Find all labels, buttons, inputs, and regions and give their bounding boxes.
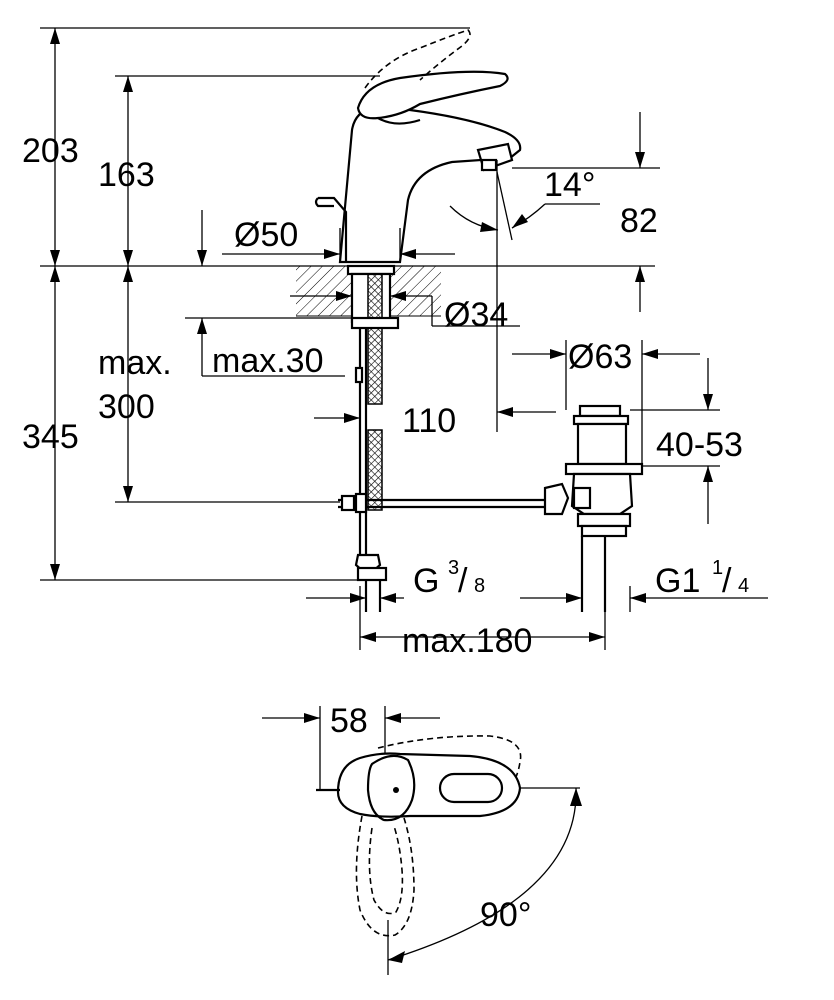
label-40-53: 40-53 — [656, 426, 743, 464]
label-110: 110 — [402, 402, 456, 440]
waste-assembly — [564, 404, 644, 612]
label-58: 58 — [330, 702, 368, 740]
label-g-slash: / — [458, 562, 468, 600]
side-view: 203 163 14° 82 Ø50 Ø34 Ø63 max. 300 max.… — [22, 27, 768, 660]
extension-lines — [40, 27, 720, 650]
shank-assembly — [346, 264, 400, 612]
handle-down-inner-dashed — [368, 825, 404, 915]
label-d63: Ø63 — [568, 338, 632, 376]
dimension-14-degree — [449, 203, 600, 232]
label-max-180: max.180 — [402, 622, 532, 660]
label-g-denominator: 8 — [474, 575, 485, 597]
label-max-30: max.30 — [212, 342, 324, 380]
label-g-base: G — [413, 562, 439, 600]
label-82: 82 — [620, 202, 658, 240]
dimension-82 — [635, 112, 645, 312]
label-14-degree: 14° — [544, 166, 595, 204]
dimension-90-degree — [387, 787, 582, 975]
dimension-203 — [50, 28, 60, 266]
dimension-d34 — [290, 291, 520, 327]
dimension-max-180 — [360, 632, 605, 642]
label-g1-slash: / — [722, 562, 732, 600]
label-345: 345 — [22, 418, 79, 456]
label-d50: Ø50 — [234, 216, 298, 254]
label-90-degree: 90° — [480, 896, 531, 934]
label-g1-base: G1 — [655, 562, 700, 600]
label-163: 163 — [98, 156, 155, 194]
label-203: 203 — [22, 132, 79, 170]
dimension-345 — [50, 266, 60, 580]
label-g1-numerator: 1 — [712, 557, 723, 579]
label-g1-denominator: 4 — [738, 575, 749, 597]
marker-dot — [393, 787, 399, 793]
dimension-163 — [123, 76, 133, 266]
dimension-g-3-8 — [306, 593, 404, 603]
label-g-3-8: G 3 / 8 — [413, 557, 485, 600]
dimension-58 — [262, 706, 440, 790]
countertop-hatching — [296, 266, 441, 317]
dimension-d63 — [512, 349, 700, 359]
faucet-body — [314, 29, 522, 264]
pop-up-linkage — [338, 482, 570, 516]
dimension-max-300 — [123, 266, 133, 502]
dimension-g1-1-4 — [520, 586, 768, 612]
top-view: 58 90° — [262, 702, 582, 975]
handle-rotated-dashed — [377, 735, 522, 816]
spout-opening — [438, 772, 504, 804]
label-d34: Ø34 — [444, 296, 508, 334]
dimension-40-53 — [703, 358, 713, 524]
dimension-110 — [314, 407, 556, 423]
dimension-max-30 — [197, 210, 345, 377]
faucet-top-body — [366, 754, 416, 822]
label-max: max. — [98, 344, 172, 382]
label-g-numerator: 3 — [448, 557, 459, 579]
label-300: 300 — [98, 388, 155, 426]
label-g1-1-4: G1 1 / 4 — [655, 557, 749, 600]
dimension-d50 — [222, 249, 455, 259]
handle-down-dashed — [355, 815, 415, 937]
